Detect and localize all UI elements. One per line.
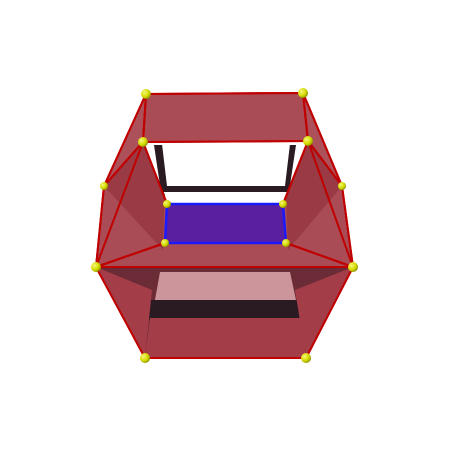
vertex-bl-icon[interactable] [140,353,150,363]
vertex-ir1-icon[interactable] [279,200,287,208]
edge-16 [95,242,166,268]
vertex-sl-icon[interactable] [100,182,108,190]
edge-14 [305,266,354,359]
vertex-tr-icon[interactable] [298,88,308,98]
edge-7 [307,140,343,187]
edge-11 [282,140,309,205]
edge-18 [95,141,144,268]
edge-4 [103,93,147,187]
vertex-br-icon[interactable] [301,353,311,363]
inner-square-face [163,202,288,245]
vertex-ur-icon[interactable] [303,136,313,146]
edge-10 [142,141,168,205]
lower-dark-band [148,300,302,320]
face-bottom-left-side [96,267,152,358]
edge-2 [142,93,147,143]
opening-top [162,144,290,186]
vertex-ul-icon[interactable] [138,137,148,147]
polyhedron [91,88,358,363]
edge-5 [302,92,343,187]
edge-3 [302,92,309,142]
edge-6 [103,141,144,187]
vertex-sr-icon[interactable] [338,182,346,190]
edge-17 [285,242,354,268]
vertex-ir2-icon[interactable] [282,239,290,247]
edge-0 [145,92,304,95]
vertex-il2-icon[interactable] [161,239,169,247]
edge-19 [307,140,354,268]
vertex-mr-icon[interactable] [348,262,358,272]
face-bottom-right-side [295,267,353,358]
face-top [142,92,309,143]
edge-1 [142,140,309,143]
vertex-ml-icon[interactable] [91,262,101,272]
vertex-tl-icon[interactable] [141,89,151,99]
vertex-il1-icon[interactable] [163,200,171,208]
edge-13 [95,266,146,359]
edge-8 [95,185,105,268]
edge-9 [341,185,354,268]
face-bottom-plate [145,318,306,358]
